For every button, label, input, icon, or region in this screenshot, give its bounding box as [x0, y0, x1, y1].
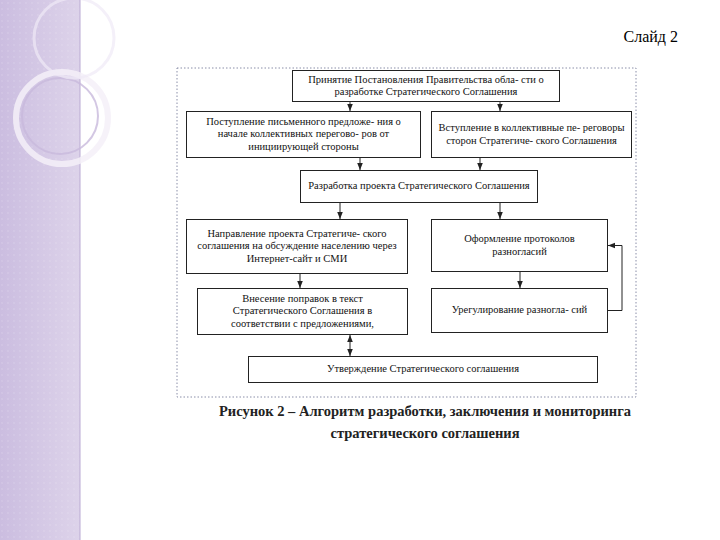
flow-arrow [500, 203, 501, 219]
deco-ring [16, 72, 108, 164]
process-box: Принятие Постановления Правительства обл… [292, 70, 560, 102]
deco-ring [34, 0, 114, 78]
box-text: Утверждение Стратегического соглашения [255, 363, 591, 375]
box-text: Разработка проекта Стратегического Согла… [307, 180, 531, 192]
process-box: Поступление письменного предложе- ния о … [186, 111, 421, 158]
box-text: Направление проекта Стратегиче- ского со… [193, 228, 401, 264]
box-text: Поступление письменного предложе- ния о … [193, 116, 414, 152]
process-box: Урегулирование разногла- сий [431, 288, 608, 333]
box-text: Оформление протоколов разногласий [438, 233, 601, 257]
box-text: Урегулирование разногла- сий [438, 304, 601, 316]
flow-arrow [350, 335, 351, 356]
flow-arrow [520, 272, 521, 288]
process-box: Внесение поправок в текст Стратегическог… [197, 288, 408, 335]
flow-arrow [608, 246, 622, 311]
box-text: Вступление в коллективные пе- реговоры с… [438, 122, 625, 146]
process-box: Вступление в коллективные пе- реговоры с… [431, 111, 632, 158]
figure-caption: Рисунок 2 – Алгоритм разработки, заключе… [190, 401, 660, 445]
flow-arrow [500, 102, 501, 111]
flow-arrow [350, 102, 351, 111]
process-box: Утверждение Стратегического соглашения [248, 356, 598, 383]
box-text: Принятие Постановления Правительства обл… [299, 74, 553, 98]
box-text: Внесение поправок в текст Стратегическог… [204, 293, 401, 329]
flow-arrow [480, 158, 481, 170]
process-box: Оформление протоколов разногласий [431, 219, 608, 272]
flow-arrow [300, 274, 301, 288]
slide-number: Слайд 2 [624, 28, 678, 46]
flow-arrow [360, 158, 361, 170]
band-edge [80, 0, 81, 540]
process-box: Направление проекта Стратегиче- ского со… [186, 219, 408, 274]
flow-arrow [340, 203, 341, 219]
process-box: Разработка проекта Стратегического Согла… [300, 170, 538, 203]
figure-frame [177, 68, 636, 397]
deco-ring [22, 78, 98, 154]
